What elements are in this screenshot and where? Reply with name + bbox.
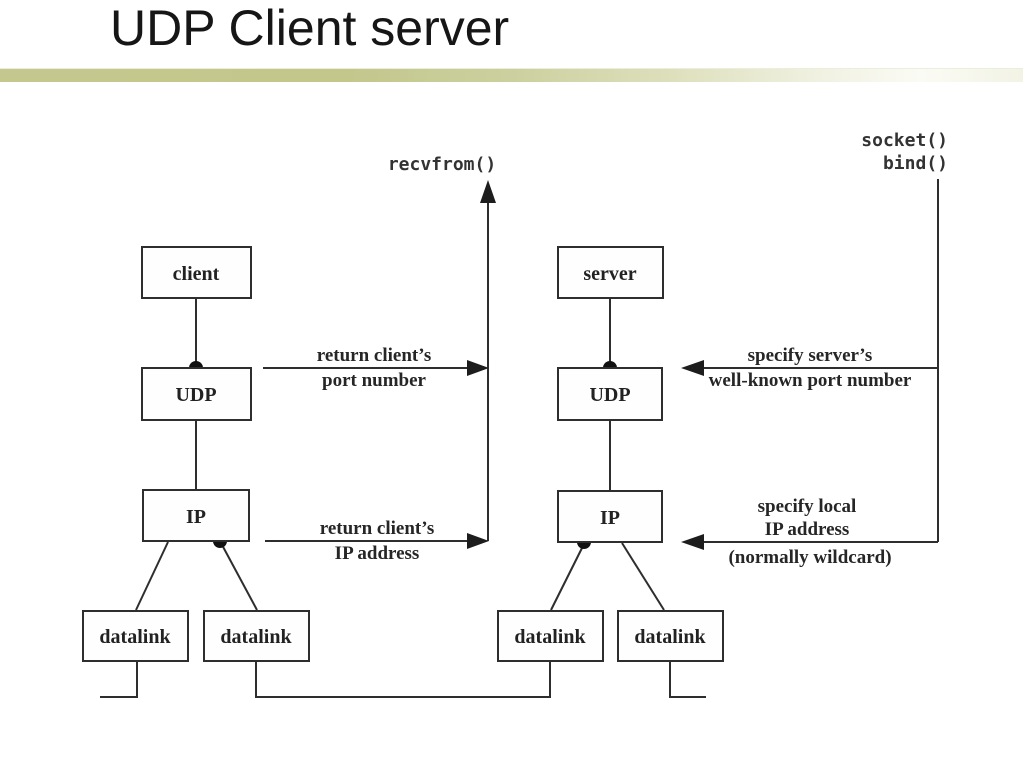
datalink2-box-label-client: datalink [220,626,292,648]
datalink1-box-label-server: datalink [514,626,586,648]
udp-box-label-client: UDP [175,384,216,406]
ip-to-datalink1-line-server [550,543,585,611]
slide-title: UDP Client server [110,0,510,56]
title-accent-bar [0,68,1023,82]
return-ip-label-line2: IP address [335,543,420,564]
datalink2-box-label-server: datalink [634,626,706,648]
ip-box-client [142,489,250,542]
arrowhead-right-ip-icon [467,533,489,549]
datalink1-box-label-client: datalink [99,626,171,648]
datalink2-box-client [203,610,310,662]
ip-box-label-client: IP [186,506,206,528]
server-stack: server UDP IP datalink datalink [497,246,724,662]
datalink2-network-stub-server [669,661,706,698]
udp-box-label-server: UDP [589,384,630,406]
arrowhead-right-port-icon [467,360,489,376]
arrowhead-up-recvfrom-icon [480,180,496,203]
datalink1-network-stub-client [100,661,138,698]
arrowhead-left-ip-icon [681,534,704,550]
ip-box-label-server: IP [600,507,620,529]
bind-call-label: bind() [883,153,948,174]
specify-port-label-line2: well-known port number [709,370,912,391]
recvfrom-call-label: recvfrom() [388,154,496,175]
udp-box-server [557,367,663,421]
ip-box-server [557,490,663,543]
shared-network-line [255,661,551,698]
client-stack: client UDP IP datalink datalink [82,246,310,662]
specify-ip-label-line3: (normally wildcard) [728,547,891,568]
arrowhead-left-port-icon [681,360,704,376]
ip-to-datalink2-line-client [220,542,258,611]
ip-to-datalink1-line-client [135,541,169,611]
datalink2-box-server [617,610,724,662]
specify-port-label-line1: specify server’s [748,345,873,366]
socket-call-label: socket() [861,130,948,151]
datalink1-box-server [497,610,604,662]
ip-to-datalink2-line-server [621,542,665,611]
server-box [557,246,664,299]
return-ip-label-line1: return client’s [320,518,435,539]
return-port-label-line1: return client’s [317,345,432,366]
client-box-label: client [173,263,220,285]
datalink1-box-client [82,610,189,662]
server-box-label: server [583,263,636,285]
specify-ip-label-line1: specify local [758,496,857,517]
udp-box-client [141,367,252,421]
client-box [141,246,252,299]
return-port-label-line2: port number [322,370,427,391]
specify-ip-label-line2: IP address [765,519,850,540]
